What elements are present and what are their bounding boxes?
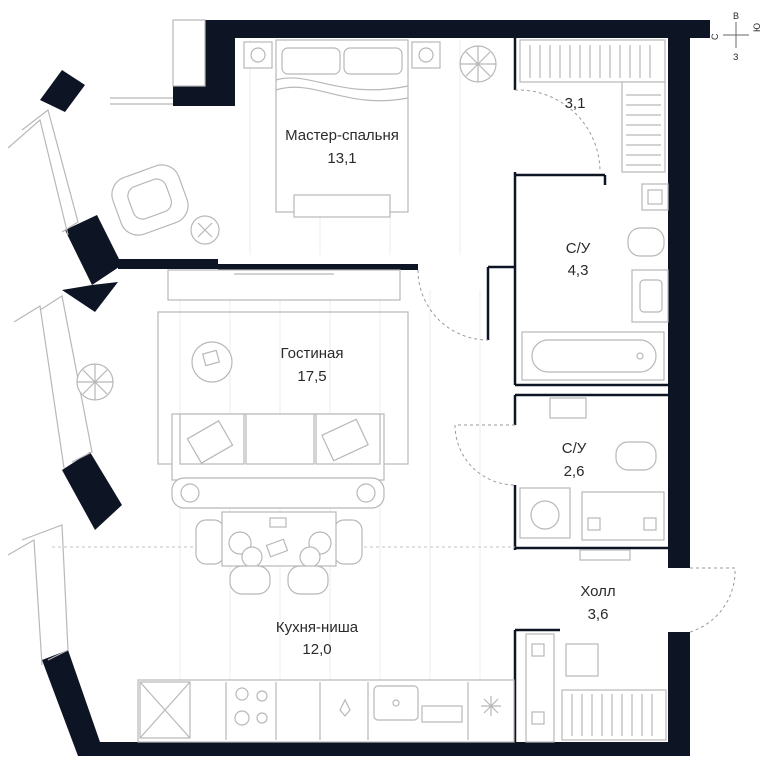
tv-console bbox=[167, 269, 401, 301]
hall-fixtures bbox=[525, 549, 667, 743]
master-bedroom-name: Мастер-спальня bbox=[285, 127, 399, 144]
nightstand-left bbox=[243, 41, 273, 69]
plant-icon bbox=[76, 363, 114, 401]
compass-west: З bbox=[733, 52, 738, 62]
bathroom-1-area: 4,3 bbox=[568, 262, 589, 279]
compass-north: С bbox=[710, 33, 720, 40]
hall-area: 3,6 bbox=[588, 606, 609, 623]
dining-table bbox=[195, 511, 363, 595]
compass-icon: С В Ю З bbox=[710, 11, 762, 62]
living-room-name: Гостиная bbox=[281, 345, 344, 362]
walls bbox=[7, 19, 710, 756]
armchair bbox=[111, 164, 189, 236]
living-room-area: 17,5 bbox=[297, 368, 326, 385]
sink-icon bbox=[373, 685, 419, 721]
wardrobe-shelves bbox=[519, 39, 666, 173]
plant-icon bbox=[459, 45, 497, 83]
hall-name: Холл bbox=[580, 583, 615, 600]
bathroom-2-fixtures bbox=[519, 397, 665, 541]
compass-east: В bbox=[733, 11, 739, 21]
bed bbox=[275, 39, 409, 218]
compass-south: Ю bbox=[752, 23, 762, 32]
kitchen-name: Кухня-ниша bbox=[276, 619, 359, 636]
bathroom-2-name: С/У bbox=[562, 440, 587, 457]
wardrobe-area: 3,1 bbox=[565, 95, 586, 112]
snowflake-icon bbox=[481, 696, 501, 716]
floor-lamp-icon bbox=[190, 215, 220, 245]
bathroom-2-area: 2,6 bbox=[564, 463, 585, 480]
kitchen-area: 12,0 bbox=[302, 641, 331, 658]
doors bbox=[417, 89, 736, 633]
nightstand-right bbox=[411, 41, 441, 69]
sofa bbox=[171, 413, 385, 509]
lamp-icon bbox=[339, 698, 351, 717]
side-table bbox=[191, 341, 233, 383]
master-bedroom-area: 13,1 bbox=[327, 150, 356, 167]
oven-icon bbox=[421, 705, 463, 723]
stove-icon bbox=[234, 687, 268, 726]
bathroom-1-fixtures bbox=[521, 183, 669, 381]
bathroom-1-name: С/У bbox=[566, 240, 591, 257]
